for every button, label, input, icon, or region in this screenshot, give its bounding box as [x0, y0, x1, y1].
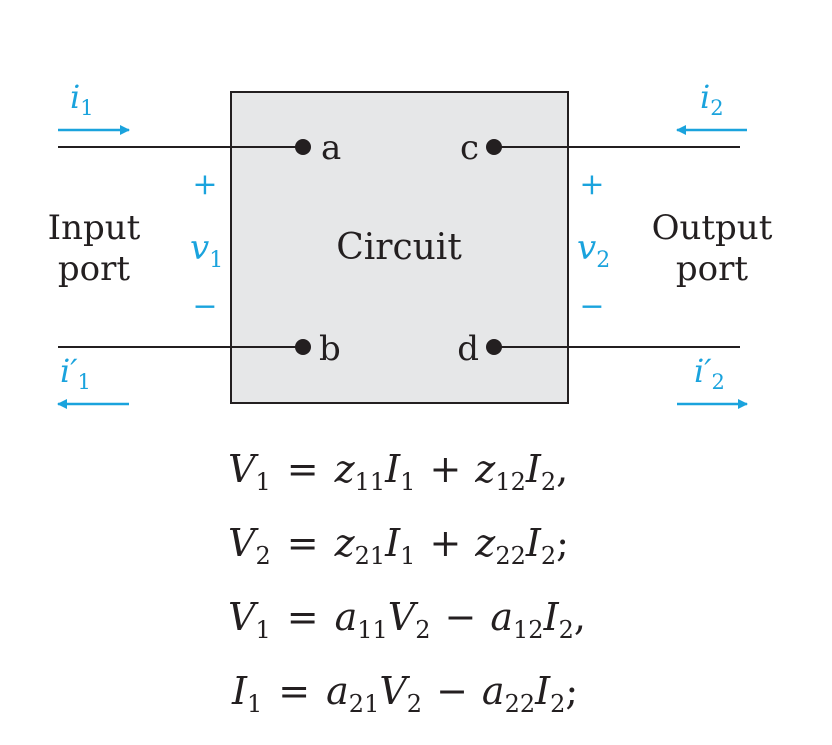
voltage-v2-subscript: 2 — [596, 248, 610, 273]
terminal-a-label: a — [321, 128, 341, 168]
eq-coef-2-symbol: a — [481, 669, 505, 713]
eq-equals-sign: = — [286, 595, 319, 639]
eq-var-1-subscript: 1 — [400, 542, 416, 570]
current-i1-prime-symbol: i′ — [60, 352, 78, 390]
voltage-v2-label: v2 — [577, 228, 610, 273]
eq-lhs-symbol: V — [228, 521, 256, 565]
eq-lhs-symbol: V — [228, 447, 256, 491]
eq-var-1-symbol: V — [379, 669, 407, 713]
output-port-label-line1: Output — [652, 208, 773, 248]
voltage-v1-symbol: v — [190, 228, 209, 268]
eq-lhs-symbol: V — [228, 595, 256, 639]
circuit-box — [230, 91, 569, 404]
equation-4: I1=a21V2−a22I2; — [232, 669, 579, 716]
eq-coef-2-subscript: 22 — [504, 690, 536, 718]
current-i2-prime-symbol: i′ — [694, 352, 712, 390]
terminal-a-dot — [295, 139, 311, 155]
terminal-b-label: b — [319, 329, 341, 369]
current-i2-prime-label: i′2 — [694, 352, 725, 394]
current-i1-prime-subscript: 1 — [78, 370, 91, 394]
eq-operator: + — [429, 521, 462, 565]
eq-terminator: ; — [565, 669, 579, 713]
eq-coef-2-subscript: 22 — [495, 542, 526, 570]
eq-coef-1-subscript: 11 — [357, 616, 388, 644]
eq-var-2-symbol: I — [535, 669, 551, 713]
voltage-v2-symbol: v — [577, 228, 596, 268]
eq-lhs-subscript: 2 — [255, 542, 271, 570]
current-i1-symbol: i — [70, 78, 80, 116]
circuit-label: Circuit — [336, 227, 462, 268]
eq-coef-1-symbol: a — [334, 595, 358, 639]
eq-var-2-subscript: 2 — [540, 468, 557, 496]
eq-equals-sign: = — [286, 521, 319, 565]
eq-lhs-subscript: 1 — [255, 616, 271, 644]
input-port-label-line2: port — [58, 249, 130, 289]
v2-plus-sign: + — [579, 167, 604, 202]
current-i1-label: i1 — [70, 78, 94, 120]
terminal-d-label: d — [457, 329, 479, 369]
current-i1-subscript: 1 — [80, 96, 93, 120]
eq-coef-1-subscript: 21 — [354, 542, 386, 570]
eq-equals-sign: = — [286, 447, 319, 491]
terminal-c-dot — [486, 139, 502, 155]
eq-var-2-symbol: I — [525, 521, 541, 565]
eq-var-1-subscript: 1 — [400, 468, 416, 496]
current-i2-label: i2 — [700, 78, 724, 120]
terminal-b-dot — [295, 339, 311, 355]
current-i2-symbol: i — [700, 78, 710, 116]
eq-equals-sign: = — [278, 669, 311, 713]
eq-coef-1-symbol: z — [334, 447, 355, 491]
current-i2-subscript: 2 — [710, 96, 723, 120]
voltage-v1-label: v1 — [190, 228, 223, 273]
eq-coef-2-symbol: z — [475, 521, 496, 565]
eq-coef-2-subscript: 12 — [513, 616, 544, 644]
eq-lhs-subscript: 1 — [247, 690, 263, 718]
eq-var-1-subscript: 2 — [406, 690, 423, 718]
equation-3: V1=a11V2−a12I2, — [228, 595, 586, 642]
eq-var-2-symbol: I — [525, 447, 541, 491]
eq-coef-1-symbol: a — [326, 669, 349, 713]
output-port-label-line2: port — [676, 249, 748, 289]
eq-var-1-symbol: I — [385, 447, 401, 491]
eq-terminator: , — [556, 447, 569, 491]
eq-coef-2-symbol: a — [490, 595, 514, 639]
eq-coef-1-subscript: 11 — [354, 468, 386, 496]
eq-var-2-subscript: 2 — [540, 542, 557, 570]
current-i1-prime-label: i′1 — [60, 352, 91, 394]
eq-coef-1-subscript: 21 — [348, 690, 380, 718]
voltage-v1-subscript: 1 — [209, 248, 223, 273]
eq-var-2-subscript: 2 — [550, 690, 566, 718]
v2-minus-sign: − — [579, 289, 604, 324]
input-port-label-line1: Input — [48, 208, 141, 248]
eq-terminator: ; — [556, 521, 569, 565]
v1-plus-sign: + — [192, 167, 217, 202]
equation-1: V1=z11I1+z12I2, — [228, 447, 569, 494]
eq-coef-1-symbol: z — [334, 521, 355, 565]
eq-var-1-symbol: I — [385, 521, 401, 565]
eq-var-1-subscript: 2 — [415, 616, 431, 644]
eq-operator: − — [436, 669, 468, 713]
eq-coef-2-subscript: 12 — [495, 468, 526, 496]
eq-lhs-symbol: I — [232, 669, 248, 713]
eq-var-2-symbol: I — [543, 595, 559, 639]
eq-operator: + — [429, 447, 462, 491]
eq-lhs-subscript: 1 — [255, 468, 271, 496]
eq-var-1-symbol: V — [387, 595, 416, 639]
eq-coef-2-symbol: z — [475, 447, 496, 491]
v1-minus-sign: − — [192, 289, 217, 324]
terminal-d-dot — [486, 339, 502, 355]
equation-2: V2=z21I1+z22I2; — [228, 521, 569, 568]
terminal-c-label: c — [460, 128, 479, 168]
eq-var-2-subscript: 2 — [558, 616, 574, 644]
current-i2-prime-subscript: 2 — [712, 370, 725, 394]
eq-operator: − — [444, 595, 477, 639]
eq-terminator: , — [573, 595, 586, 639]
